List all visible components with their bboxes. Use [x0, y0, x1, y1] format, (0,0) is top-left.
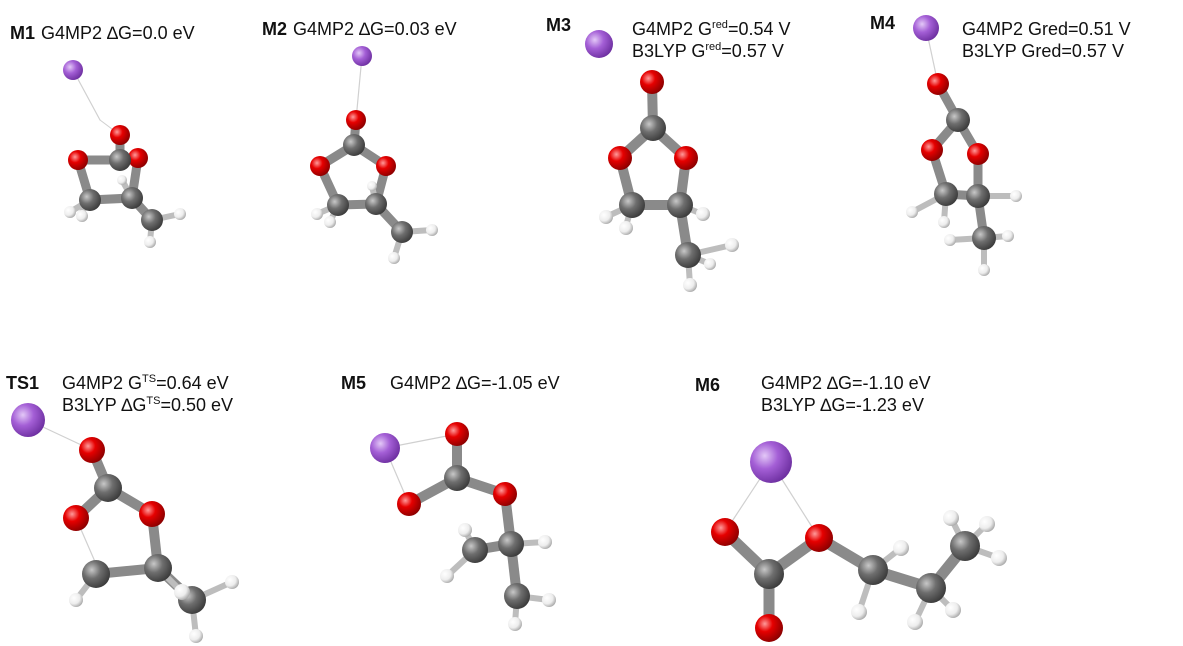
panel-m5-label: M5 G4MP2 ∆G=-1.05 eV [341, 372, 560, 394]
panel-m3-id-label: M3 [546, 14, 577, 36]
panel-m3-label: G4MP2 Gred=0.54 V B3LYP Gred=0.57 V [632, 18, 791, 62]
panel-m4-id: M4 [870, 13, 896, 33]
panel-m3-b3lyp: B3LYP Gred=0.57 V [632, 41, 784, 61]
panel-ts1: TS1 G4MP2 GTS=0.64 eV B3LYP ∆GTS=0.50 eV [0, 360, 330, 646]
panel-m3-id: M3 [546, 15, 572, 35]
panel-m4-label: G4MP2 Gred=0.51 V B3LYP Gred=0.57 V [962, 18, 1131, 62]
panel-ts1-id: TS1 [6, 373, 40, 393]
panel-m6-g4mp2: G4MP2 ∆G=-1.10 eV [761, 373, 931, 393]
panel-m6: M6 G4MP2 ∆G=-1.10 eV B3LYP ∆G=-1.23 eV [695, 360, 1183, 646]
panel-ts1-label: G4MP2 GTS=0.64 eV B3LYP ∆GTS=0.50 eV [62, 372, 233, 416]
molecule-ts1 [11, 403, 239, 643]
molecule-m1 [63, 60, 186, 248]
panel-m3: M3 G4MP2 Gred=0.54 V B3LYP Gred=0.57 V [540, 0, 860, 300]
panel-m6-id: M6 [695, 375, 721, 395]
panel-m5-energy: G4MP2 ∆G=-1.05 eV [390, 373, 560, 393]
panel-m6-label: G4MP2 ∆G=-1.10 eV B3LYP ∆G=-1.23 eV [761, 372, 931, 416]
panel-m4-b3lyp: B3LYP Gred=0.57 V [962, 41, 1124, 61]
panel-ts1-b3lyp: B3LYP ∆GTS=0.50 eV [62, 395, 234, 415]
molecule-m2 [310, 46, 438, 264]
panel-m1-energy: G4MP2 ∆G=0.0 eV [41, 23, 195, 43]
molecule-m5 [370, 422, 556, 631]
panel-m4-g4mp2: G4MP2 Gred=0.51 V [962, 19, 1131, 39]
panel-m6-b3lyp: B3LYP ∆G=-1.23 eV [761, 395, 924, 415]
molecule-m6 [711, 441, 1007, 642]
panel-m5-id: M5 [341, 373, 367, 393]
panel-m3-g4mp2: G4MP2 Gred=0.54 V [632, 19, 791, 39]
molecule-m3 [585, 30, 739, 292]
panel-m4-id-label: M4 [870, 12, 901, 34]
panel-m1-id: M1 [10, 23, 36, 43]
panel-ts1-g4mp2: G4MP2 GTS=0.64 eV [62, 373, 229, 393]
panel-ts1-id-label: TS1 [6, 372, 45, 394]
panel-m5: M5 G4MP2 ∆G=-1.05 eV [335, 360, 695, 646]
panel-m4: M4 G4MP2 Gred=0.51 V B3LYP Gred=0.57 V [866, 0, 1183, 290]
panel-m2-energy: G4MP2 ∆G=0.03 eV [293, 19, 457, 39]
panel-m2-id: M2 [262, 19, 288, 39]
panel-m6-id-label: M6 [695, 374, 726, 396]
molecule-m4 [906, 15, 1022, 276]
